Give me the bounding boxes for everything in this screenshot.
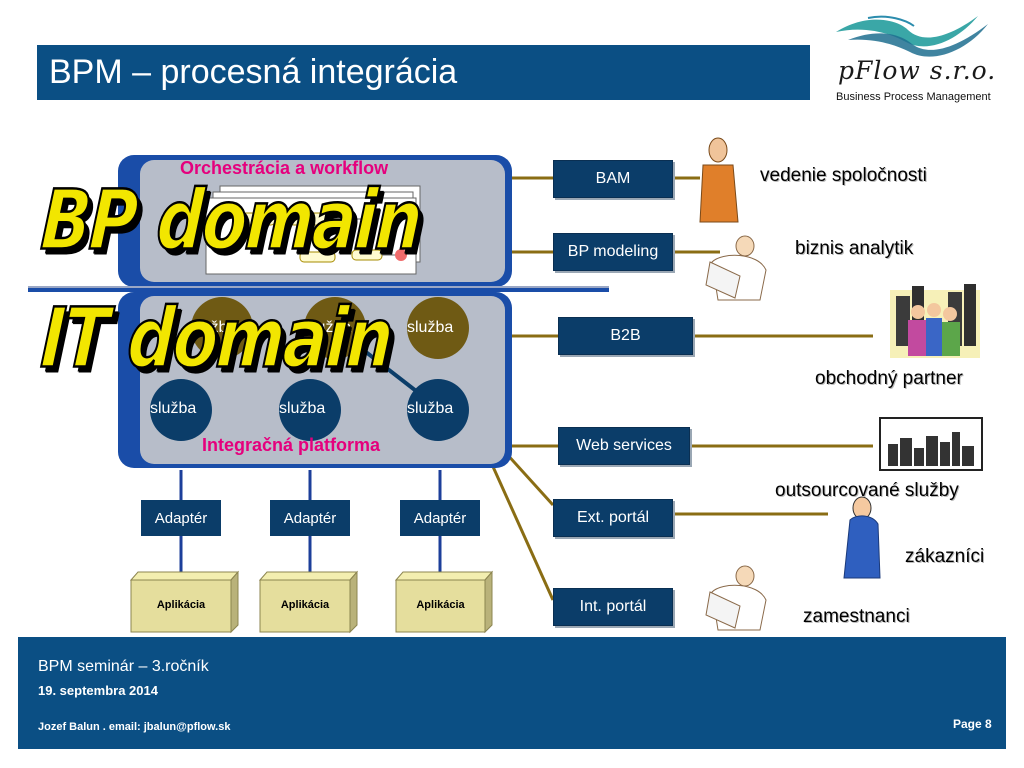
integration-platform-label: Integračná platforma bbox=[202, 435, 381, 455]
connector-intportal bbox=[488, 459, 555, 601]
persona-business-analyst: biznis analytik bbox=[795, 238, 914, 259]
service-label: služba bbox=[305, 319, 352, 336]
bp-domain-label: BP domain bbox=[37, 171, 424, 269]
domain-divider bbox=[28, 286, 609, 292]
service-label: služba bbox=[190, 319, 237, 336]
customer-icon bbox=[843, 496, 881, 579]
application-label: Aplikácia bbox=[416, 599, 465, 611]
channel-int-portal: Int. portál bbox=[553, 588, 673, 626]
outsourced-services-icon bbox=[879, 417, 983, 471]
channel-b2b: B2B bbox=[558, 317, 693, 355]
it-domain-label: IT domain bbox=[37, 289, 395, 387]
channel-ext-portal: Ext. portál bbox=[553, 499, 673, 537]
adapter-box: Adaptér bbox=[400, 500, 480, 536]
channel-bp-modeling: BP modeling bbox=[553, 233, 673, 271]
application-label: Aplikácia bbox=[280, 599, 330, 611]
footer-date: 19. septembra 2014 bbox=[38, 683, 158, 698]
persona-employees: zamestnanci bbox=[803, 606, 910, 627]
application-label: Aplikácia bbox=[156, 599, 206, 611]
persona-business-partner: obchodný partner bbox=[815, 368, 963, 389]
employee-icon bbox=[705, 565, 767, 631]
adapter-box: Adaptér bbox=[270, 500, 350, 536]
business-partner-icon bbox=[890, 284, 980, 358]
logo-text: pFlow s.r.o. bbox=[838, 56, 997, 85]
service-label: služba bbox=[407, 400, 454, 417]
footer-course: BPM seminár – 3.ročník bbox=[38, 658, 209, 675]
analyst-icon bbox=[705, 235, 767, 301]
service-label: služba bbox=[407, 319, 454, 336]
persona-management: vedenie spoločnosti bbox=[760, 165, 927, 186]
adapter-box: Adaptér bbox=[141, 500, 221, 536]
connector-extportal bbox=[503, 450, 555, 507]
executive-icon bbox=[699, 137, 739, 223]
footer-author: Jozef Balun . email: jbalun@pflow.sk bbox=[38, 721, 231, 733]
channel-bam: BAM bbox=[553, 160, 673, 198]
persona-outsourced-services: outsourcované služby bbox=[775, 480, 959, 501]
persona-customers: zákazníci bbox=[905, 546, 985, 567]
page-title: BPM – procesná integrácia bbox=[37, 45, 810, 100]
logo-tagline: Business Process Management bbox=[836, 91, 991, 103]
footer-bar bbox=[18, 637, 1006, 749]
channel-web-services: Web services bbox=[558, 427, 690, 465]
page-number: Page 8 bbox=[953, 717, 992, 731]
service-label: služba bbox=[150, 400, 197, 417]
pflow-logo-icon bbox=[836, 15, 988, 57]
service-label: služba bbox=[279, 400, 326, 417]
orchestration-label: Orchestrácia a workflow bbox=[180, 158, 389, 178]
